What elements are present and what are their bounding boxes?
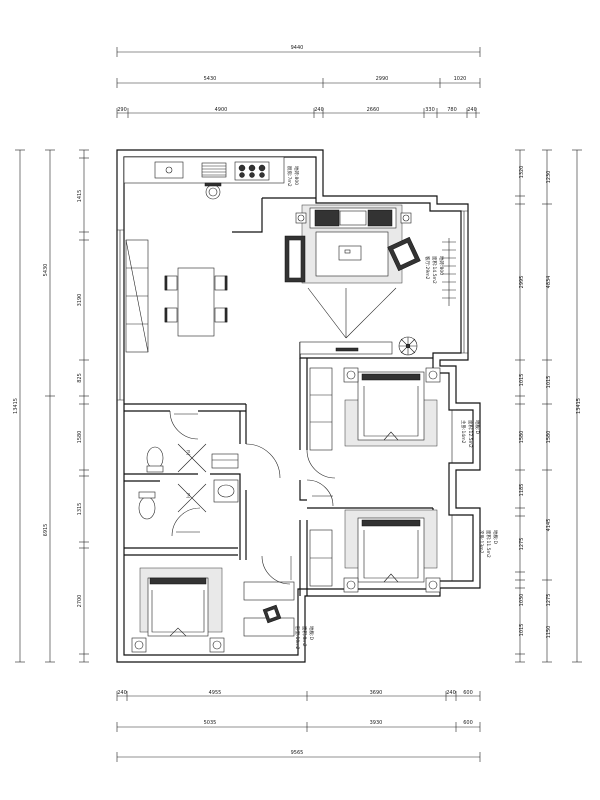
dim-top-detail-6: 780 [447,107,457,113]
armchair-right [387,236,421,272]
living-label-2: 面积:14.5m2 [431,256,438,284]
dim-bottom-mid-3: 600 [463,720,473,726]
dim-top-detail-1: 290 [117,107,127,113]
bathroom-upper: 卫 [146,410,239,473]
dim-right-detail-7: 1030 [519,594,525,607]
dim-left-detail-1: 1415 [77,190,83,203]
small-label-3: 地板:D [308,626,315,641]
dim-left-detail-2: 3190 [77,294,83,307]
dim-top-mid-3: 1020 [454,76,467,82]
second-label-2: 面积:11.5m2 [485,530,492,558]
master-wardrobe [309,367,333,451]
right-dimensions: 1320 2995 1015 1580 1185 1275 1030 1015 … [515,149,582,663]
kitchen-chair [204,182,222,200]
dim-right-outer-2: 1015 [546,376,552,389]
dim-right-detail-3: 1015 [519,374,525,387]
top-dimensions: 9440 5430 2990 1020 290 4900 240 2660 33… [116,45,481,118]
dim-top-detail-3: 240 [314,107,324,113]
second-bedroom: 次卧:13m2 面积:11.5m2 地板:D [306,479,499,593]
bath-mark-1: 卫 [186,450,191,456]
small-label-1: 卧室:10m2 [294,626,301,650]
dim-right-outer-4: 4145 [546,519,552,532]
dim-top-detail-2: 4900 [215,107,228,113]
dim-top-mid-1: 5430 [204,76,217,82]
dim-top-detail-4: 2660 [367,107,380,113]
dim-bottom-mid-2: 3930 [370,720,383,726]
kitchen-counter: 厨房:7m2 地砖:800 [123,156,300,200]
second-label-3: 地板:D [492,530,499,545]
stove [234,161,270,181]
dim-top-total: 9440 [291,45,304,51]
dim-right-detail-8: 1015 [519,624,525,637]
dim-right-detail-1: 1320 [519,166,525,179]
dim-top-mid-2: 2990 [376,76,389,82]
master-label-2: 面积:12.5m2 [467,420,474,448]
living-label-1: 客厅:29m2 [424,256,431,280]
washbasin [213,479,239,503]
dim-right-detail-6: 1275 [519,538,525,551]
living-label-3: 地砖:800 [438,256,445,275]
master-bedroom: 主卧:14m2 面积:12.5m2 地板:D [306,367,481,479]
dim-right-outer-6: 1150 [546,626,552,639]
living-room: 客厅:29m2 面积:14.5m2 地砖:800 [284,204,456,356]
second-label-1: 次卧:13m2 [478,530,485,554]
dim-bottom-detail-4: 240 [446,690,456,696]
dim-right-total: 13415 [576,398,582,414]
plant-icon [398,336,418,356]
dim-right-detail-2: 2995 [519,276,525,289]
dim-left-mid-2: 6915 [43,524,49,537]
master-label-1: 主卧:14m2 [460,420,467,444]
walls [116,149,481,663]
master-label-3: 地板:D [474,420,481,435]
bath-mark-2: 卫 [186,493,191,499]
bottom-dimensions: 240 4955 3690 240 600 5035 3930 600 9565 [116,690,481,762]
left-dimensions: 13415 5430 6915 1415 3190 825 1580 1315 … [13,149,89,663]
dim-right-detail-5: 1185 [519,484,525,497]
dim-bottom-detail-3: 3690 [370,690,383,696]
dim-bottom-detail-2: 4955 [209,690,222,696]
bathroom-lower: 卫 [138,479,239,537]
dim-right-mid-1: 4834 [546,276,552,289]
dining-table [177,267,215,337]
dim-right-outer-3: 1580 [546,431,552,444]
small-bedroom: 卧室:10m2 面积:8m2 地板:D [131,555,315,653]
curtain [442,238,456,306]
dim-right-outer-1: 1230 [546,171,552,184]
dim-bottom-mid-1: 5035 [204,720,217,726]
dim-left-detail-3: 825 [77,373,83,383]
dim-left-detail-5: 1315 [77,503,83,516]
entry-door-arc [245,443,281,479]
dim-bottom-detail-5: 600 [463,690,473,696]
second-bed [357,517,425,583]
dim-left-detail-6: 2700 [77,595,83,608]
dim-right-outer-5: 1275 [546,594,552,607]
kitchen-label-2: 地砖:800 [293,166,300,185]
dim-bottom-detail-1: 240 [117,690,127,696]
toilet-icon-lower [138,496,156,520]
dim-left-total: 13415 [13,398,19,414]
master-bed [357,371,425,441]
dining-area [125,239,228,353]
small-label-2: 面积:8m2 [301,626,308,647]
dim-bottom-total: 9565 [291,750,304,756]
dim-left-detail-4: 1580 [77,431,83,444]
dim-right-detail-4: 1580 [519,431,525,444]
small-bed [147,577,209,637]
dim-top-detail-5: 330 [425,107,435,113]
dim-top-detail-7: 240 [467,107,477,113]
desk [243,581,295,601]
desk-chair [262,604,282,624]
kitchen-label-1: 厨房:7m2 [286,166,293,187]
dim-left-mid-1: 5430 [43,264,49,277]
